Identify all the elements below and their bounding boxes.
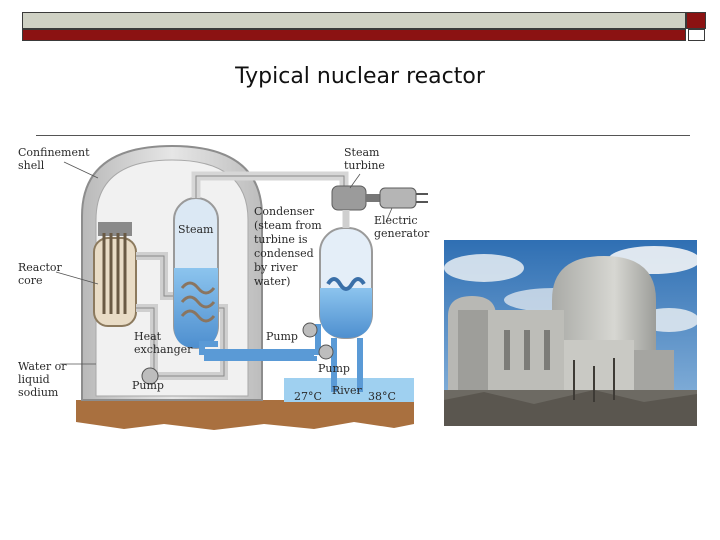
secondary-loop [199, 324, 321, 361]
label-electric-generator: Electric generator [374, 214, 430, 240]
reactor-photo [444, 240, 697, 426]
pump-top [302, 322, 318, 338]
pump-left [141, 367, 159, 385]
label-coolant: Water or liquid sodium [18, 360, 70, 399]
slide-title: Typical nuclear reactor [235, 64, 485, 89]
header-bar [22, 12, 686, 29]
label-condenser: Condenser (steam from turbine is condens… [254, 205, 325, 288]
label-pump-top: Pump [266, 330, 298, 343]
cooling-loop [331, 338, 363, 392]
label-confinement-shell: Confinement shell [18, 146, 93, 172]
label-river: River [332, 384, 363, 397]
title-divider [36, 135, 690, 136]
label-reactor-core: Reactor core [18, 261, 65, 287]
label-heat-exchanger: Heat exchanger [134, 330, 193, 356]
label-temp-out: 38°C [368, 390, 396, 403]
label-steam: Steam [178, 223, 214, 236]
header-corner-square [686, 12, 706, 29]
ground [76, 400, 414, 430]
reactor-diagram: Confinement shell Steam turbine Steam Co… [18, 144, 430, 430]
label-pump-left: Pump [132, 379, 164, 392]
header-corner-square-small [688, 29, 705, 41]
steam-turbine [331, 185, 367, 211]
electric-generator [379, 187, 417, 209]
pump-bottom [318, 344, 334, 360]
header-accent-bar [22, 29, 686, 41]
label-steam-turbine: Steam turbine [344, 146, 385, 172]
river-water [284, 378, 414, 402]
reactor-core [93, 237, 137, 327]
label-temp-in: 27°C [294, 390, 322, 403]
label-pump-bottom: Pump [318, 362, 350, 375]
